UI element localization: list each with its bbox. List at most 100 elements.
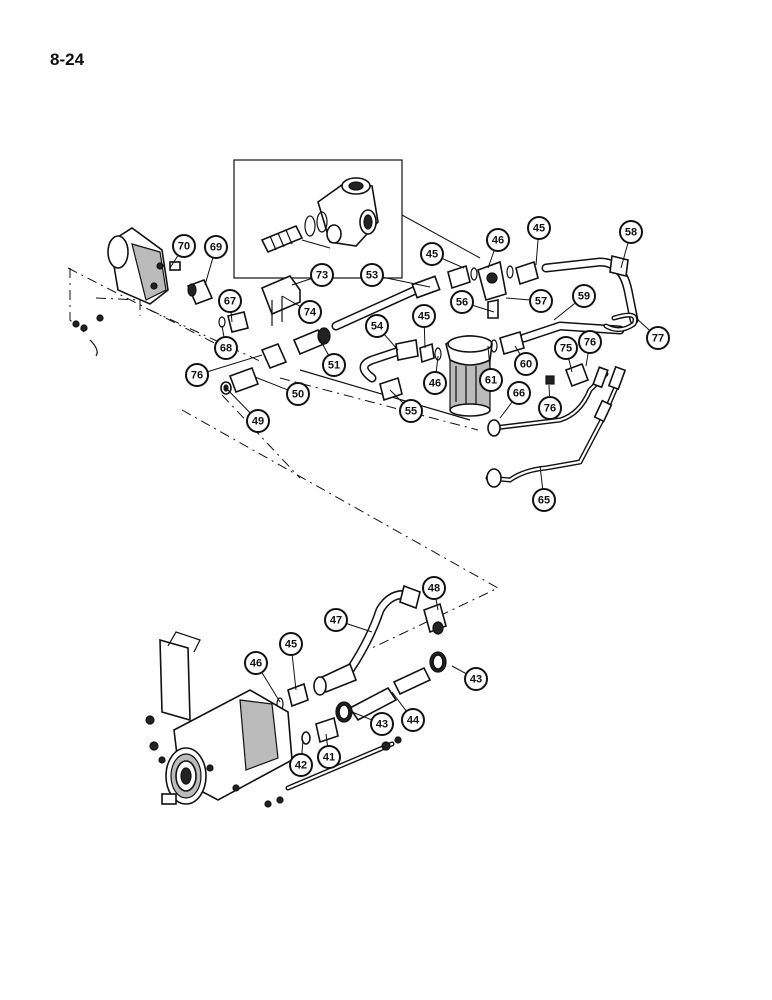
- callout-circle: [527, 216, 551, 240]
- callout-label: 54: [371, 321, 384, 333]
- callout-77: 77: [635, 317, 670, 350]
- callout-label: 76: [544, 403, 556, 415]
- callout-leader: [301, 739, 304, 755]
- page-number: 8-24: [50, 50, 85, 69]
- callout-label: 75: [560, 343, 572, 355]
- callout-circle: [532, 488, 556, 512]
- callout-circle: [572, 284, 596, 308]
- callout-circle: [317, 745, 341, 769]
- callout-59: 59: [553, 284, 596, 321]
- callout-45: 45: [279, 632, 303, 691]
- callout-leader: [568, 358, 573, 373]
- callout-label: 69: [210, 242, 222, 254]
- callout-58: 58: [619, 220, 643, 269]
- callout-circle: [185, 363, 209, 387]
- callout-circle: [365, 314, 389, 338]
- callout-circle: [619, 220, 643, 244]
- callout-circle: [514, 352, 538, 376]
- callout-circle: [289, 753, 313, 777]
- callout-circle: [538, 396, 562, 420]
- callout-circle: [646, 326, 670, 350]
- callout-53: 53: [360, 263, 431, 288]
- callout-76: 76: [578, 330, 602, 367]
- callout-circle: [578, 330, 602, 354]
- callout-label: 43: [376, 719, 388, 731]
- callout-label: 45: [533, 223, 545, 235]
- callout-circle: [450, 290, 474, 314]
- callout-label: 73: [316, 270, 328, 282]
- callout-label: 43: [470, 674, 482, 686]
- callout-label: 48: [428, 583, 440, 595]
- callout-label: 61: [485, 375, 497, 387]
- callout-61: 61: [479, 345, 503, 392]
- callout-leader: [291, 278, 312, 286]
- callout-leader: [261, 672, 281, 703]
- callout-label: 46: [250, 658, 262, 670]
- callout-circle: [412, 304, 436, 328]
- callout-leader: [635, 317, 651, 331]
- callout-circle: [422, 576, 446, 600]
- callout-circle: [486, 228, 510, 252]
- callout-46: 46: [244, 651, 281, 703]
- callout-label: 76: [584, 337, 596, 349]
- callout-circle: [286, 382, 310, 406]
- callout-label: 74: [304, 307, 317, 319]
- callout-label: 65: [538, 495, 550, 507]
- fittings-50-76-49: [220, 327, 331, 395]
- callout-leader: [535, 238, 539, 266]
- callout-48: 48: [422, 576, 446, 611]
- callout-54: 54: [365, 314, 399, 351]
- callout-circle: [214, 336, 238, 360]
- callout-circle: [322, 353, 346, 377]
- callout-label: 59: [578, 291, 590, 303]
- callout-73: 73: [291, 263, 334, 287]
- callout-label: 49: [252, 416, 264, 428]
- callout-76: 76: [538, 384, 562, 420]
- callout-44: 44: [391, 691, 425, 732]
- callout-60: 60: [514, 345, 538, 376]
- callout-circle: [310, 263, 334, 287]
- callout-45: 45: [412, 304, 436, 349]
- callout-circle: [298, 300, 322, 324]
- callout-circle: [420, 242, 444, 266]
- callout-42: 42: [289, 739, 313, 777]
- callout-label: 70: [178, 241, 190, 253]
- callout-51: 51: [317, 335, 346, 377]
- callout-leader: [291, 654, 297, 691]
- callout-leader: [383, 333, 399, 351]
- callout-leader: [472, 304, 495, 313]
- callout-46: 46: [486, 228, 510, 269]
- callout-label: 55: [405, 406, 417, 418]
- callout-label: 66: [513, 388, 525, 400]
- callout-circle: [246, 409, 270, 433]
- callout-label: 45: [285, 639, 297, 651]
- callout-circle: [244, 651, 268, 675]
- callout-circle: [360, 263, 384, 287]
- callout-leader: [505, 297, 531, 301]
- callout-leader: [254, 376, 288, 391]
- callout-circle: [554, 336, 578, 360]
- callout-leader: [169, 255, 179, 269]
- callout-label: 57: [535, 296, 547, 308]
- inset-valve-detail: [233, 159, 481, 279]
- callout-label: 46: [492, 235, 504, 247]
- callout-70: 70: [169, 234, 196, 269]
- callout-leader: [435, 355, 439, 373]
- callout-leader: [548, 384, 551, 398]
- callout-label: 47: [330, 615, 342, 627]
- callout-57: 57: [505, 289, 553, 313]
- callout-45: 45: [527, 216, 551, 266]
- callout-leader: [585, 352, 589, 367]
- callout-circle: [464, 667, 488, 691]
- callout-leader: [382, 276, 431, 288]
- callout-circle: [279, 632, 303, 656]
- callout-label: 56: [456, 297, 468, 309]
- callout-41: 41: [317, 733, 341, 769]
- callout-76: 76: [185, 354, 263, 387]
- pump-lower: [145, 631, 293, 808]
- callout-circle: [324, 608, 348, 632]
- callout-label: 46: [429, 378, 441, 390]
- callout-leader: [423, 326, 426, 349]
